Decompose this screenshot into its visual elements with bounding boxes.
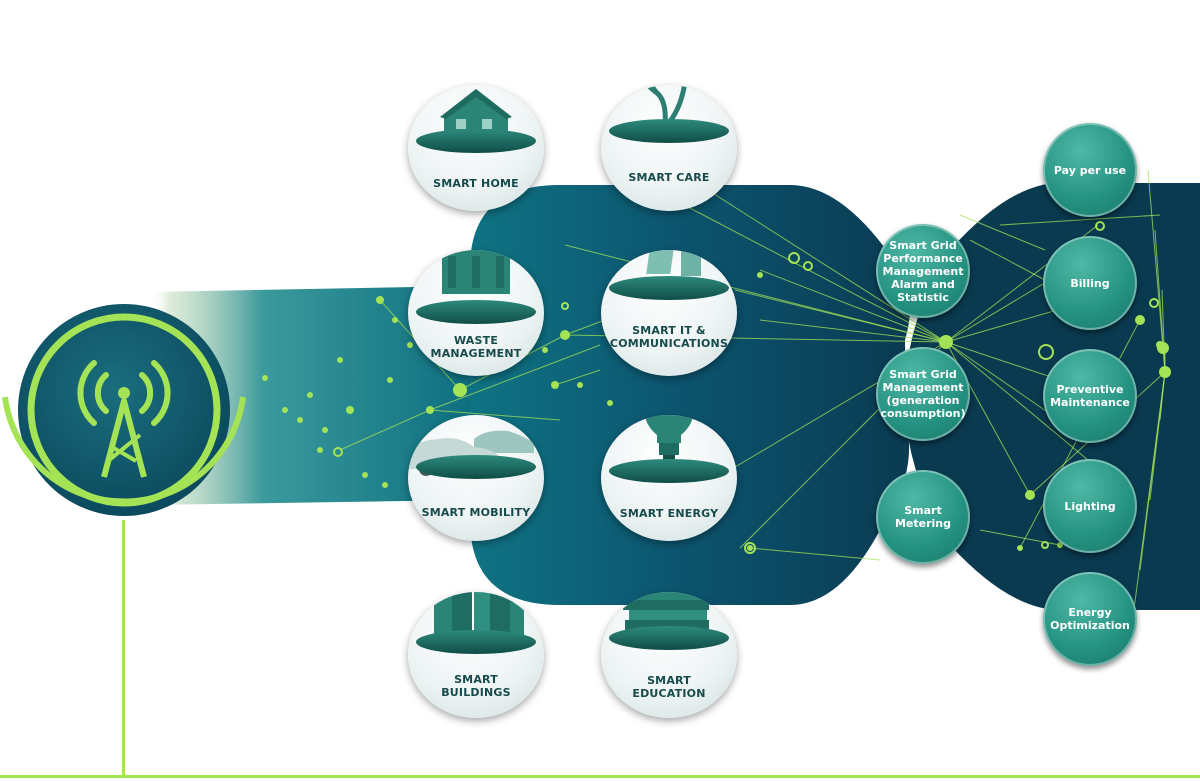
node-label: Smart Metering [894,504,952,530]
waste-management-bubble[interactable]: WASTE MANAGEMENT [408,250,544,376]
smart-energy-bubble[interactable]: SMART ENERGY [601,415,737,541]
pay-per-use-node[interactable]: Pay per use [1043,123,1137,217]
bubble-label: SMART CARE [628,171,710,184]
node-label: Smart Grid Performance Management Alarm … [882,238,964,304]
books-icon [623,592,709,630]
billing-node[interactable]: Billing [1043,236,1137,330]
preventive-maintenance-node[interactable]: Preventive Maintenance [1043,349,1137,443]
antenna-signal-icon [2,304,246,516]
lightbulb-icon [645,415,693,461]
node-label: Pay per use [1053,163,1127,177]
grid-performance-node[interactable]: Smart Grid Performance Management Alarm … [876,224,970,318]
node-label: Smart Grid Management (generation consum… [880,368,966,420]
bubble-label: SMART MOBILITY [421,506,531,519]
smart-home-bubble[interactable]: SMART HOME [408,85,544,211]
main-band [470,185,910,605]
grid-management-node[interactable]: Smart Grid Management (generation consum… [876,347,970,441]
bubble-label: WASTE MANAGEMENT [430,334,522,360]
node-label: Lighting [1064,499,1116,513]
node-label: Preventive Maintenance [1050,383,1130,409]
bubble-label: SMART IT & COMMUNICATIONS [609,324,729,350]
node-label: Energy Optimization [1050,606,1130,632]
lighting-node[interactable]: Lighting [1043,459,1137,553]
energy-optimization-node[interactable]: Energy Optimization [1043,572,1137,666]
smart-it-bubble[interactable]: SMART IT & COMMUNICATIONS [601,250,737,376]
bubble-label: SMART BUILDINGS [441,673,511,699]
antenna-hub [0,285,250,535]
smart-buildings-bubble[interactable]: SMART BUILDINGS [408,592,544,718]
bubble-label: SMART EDUCATION [632,674,706,700]
smart-education-bubble[interactable]: SMART EDUCATION [601,592,737,718]
smart-metering-node[interactable]: Smart Metering [876,470,970,564]
buildings-icon [434,592,524,642]
house-icon [440,89,512,135]
baseline [0,775,1200,778]
bubble-label: SMART HOME [433,177,519,190]
dumpster-icon [442,250,510,294]
antenna-stem-line [122,520,125,778]
bubble-label: SMART ENERGY [619,507,719,520]
smart-mobility-bubble[interactable]: SMART MOBILITY [408,415,544,541]
smart-care-bubble[interactable]: SMART CARE [601,85,737,211]
node-label: Billing [1070,276,1110,290]
